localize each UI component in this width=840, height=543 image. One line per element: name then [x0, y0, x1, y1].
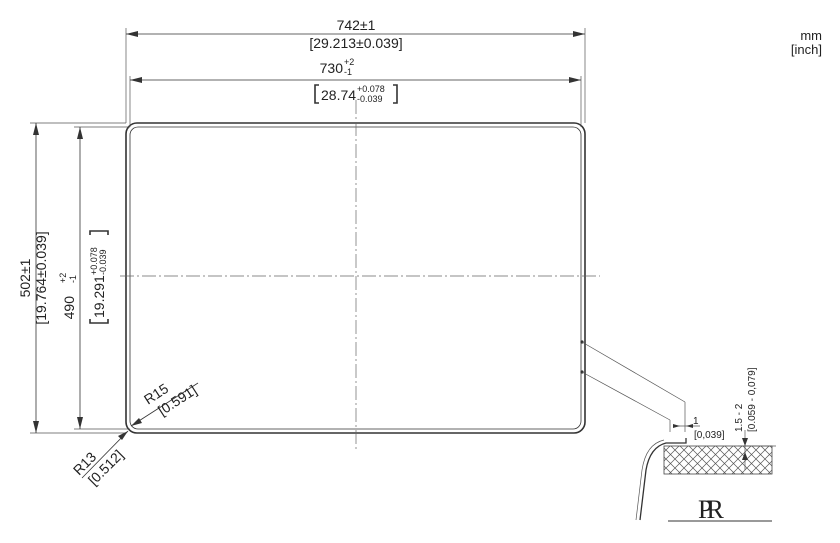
- inner-width-inch: 28.74: [321, 87, 356, 103]
- outer-radius-arrow: [118, 431, 128, 440]
- inner-width-inch-bracket: [314, 84, 398, 104]
- inner-radius-arrow: [131, 418, 142, 426]
- outer-height-dimension-line: [33, 123, 39, 433]
- inner-radius-leader: [130, 382, 199, 427]
- inner-height-inch: 19.291: [91, 275, 107, 318]
- inner-height-mm: 490: [61, 296, 77, 320]
- countertop-thickness-mm: 1.5 - 2: [734, 403, 745, 432]
- rim-width-mm: 1: [693, 416, 699, 427]
- countertop-thickness-dimension: [738, 430, 776, 470]
- inner-width-mm-tol-upper: +2: [344, 57, 354, 67]
- inner-height-mm-tol-upper: +2: [58, 273, 68, 283]
- inner-width-mm-tol-lower: -1: [344, 67, 352, 77]
- outer-width-mm: 742±1: [337, 17, 376, 33]
- inner-height-dimension-line: [77, 127, 83, 429]
- outer-height-mm: 502±1: [17, 258, 33, 297]
- sink-inner-outline: [129, 126, 582, 430]
- outer-width-inch: [29.213±0.039]: [309, 35, 402, 51]
- inner-width-inch-tol-lower: -0.039: [357, 94, 383, 104]
- sink-rim-profile: [639, 438, 687, 521]
- outer-radius-leader: [81, 430, 129, 479]
- countertop-hatch: [663, 445, 773, 475]
- inner-height-inch-bracket: [89, 230, 109, 324]
- outer-width-dimension-line: [126, 31, 585, 37]
- rim-width-inch: [0,039]: [694, 430, 725, 441]
- outer-height-inch: [19.764±0.039]: [33, 231, 49, 324]
- countertop-section-detail: [635, 438, 773, 521]
- sink-outer-outline: [125, 122, 586, 434]
- inner-width-dimension-line: [130, 77, 581, 83]
- inner-width-mm: 730: [320, 60, 344, 76]
- inner-height-inch-tol-lower: -0.039: [98, 249, 108, 275]
- rim-width-dimension: [673, 424, 700, 428]
- logo-text: PR: [698, 495, 724, 524]
- inner-height-mm-tol-lower: -1: [68, 275, 78, 283]
- extension-lines: [30, 28, 586, 434]
- inner-width-inch-tol-upper: +0.078: [357, 84, 385, 94]
- units-mm-label: mm: [800, 28, 822, 43]
- units-inch-label: [inch]: [791, 42, 822, 57]
- inner-height-inch-tol-upper: +0.078: [89, 247, 99, 275]
- detail-callout-lines: [580, 340, 686, 432]
- countertop-thickness-inch: [0.059 - 0,079]: [747, 367, 758, 432]
- pr-monogram-logo: PR: [668, 495, 772, 524]
